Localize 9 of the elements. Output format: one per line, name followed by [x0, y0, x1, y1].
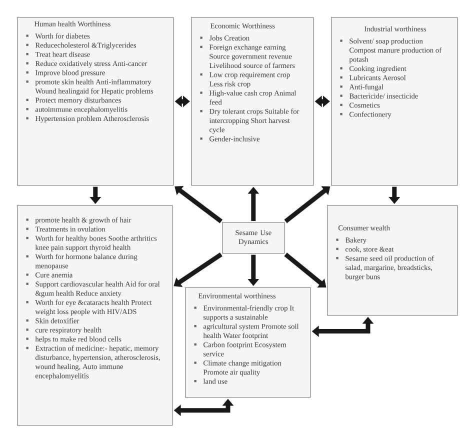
- info-box: [17, 17, 174, 186]
- info-box: [331, 17, 458, 186]
- info-box: [185, 287, 311, 398]
- info-box: [222, 222, 285, 254]
- arrow: [174, 186, 223, 224]
- info-box: [191, 17, 314, 186]
- arrow: [174, 252, 222, 288]
- info-box: [327, 204, 458, 316]
- info-box: [17, 204, 173, 426]
